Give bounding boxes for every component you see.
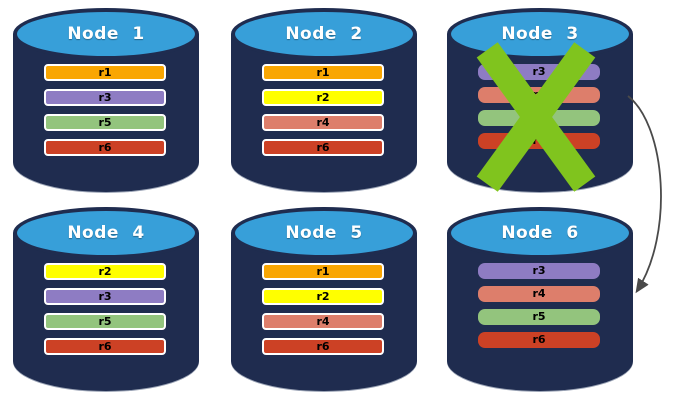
node-2-cylinder-top: Node 2 (231, 8, 417, 60)
node-4-title: Node 4 (67, 223, 145, 243)
replica-bar: r6 (478, 332, 600, 348)
node-5: Node 5 r1 r2 r4 r6 (231, 207, 417, 391)
node-6: Node 6 r3 r4 r5 r6 (447, 207, 633, 391)
node-1: Node 1 r1 r3 r5 r6 (13, 8, 199, 192)
node-2-title: Node 2 (285, 24, 363, 44)
node-3-cylinder-top: Node 3 (447, 8, 633, 60)
replica-bar: r4 (478, 286, 600, 302)
replica-bar: r5 (44, 114, 166, 131)
node-4: Node 4 r2 r3 r5 r6 (13, 207, 199, 391)
replica-bar: r3 (44, 89, 166, 106)
replica-bar: r6 (478, 133, 600, 149)
node-4-cylinder-body (13, 233, 199, 391)
replica-bar: r5 (44, 313, 166, 330)
node-4-cylinder-top: Node 4 (13, 207, 199, 259)
replica-bar: r5 (478, 309, 600, 325)
replica-bar: r6 (44, 338, 166, 355)
node-1-title: Node 1 (67, 24, 145, 44)
replica-bar: r1 (262, 263, 384, 280)
node-6-title: Node 6 (501, 223, 579, 243)
node-5-title: Node 5 (285, 223, 363, 243)
replica-bar: r6 (262, 338, 384, 355)
replica-bar: r3 (478, 64, 600, 80)
replica-bar: r4 (262, 114, 384, 131)
replica-bar: r1 (262, 64, 384, 81)
node-3-replica-list: r3 r4 r5 r6 (478, 64, 600, 156)
replica-bar: r5 (478, 110, 600, 126)
node-2: Node 2 r1 r2 r4 r6 (231, 8, 417, 192)
node-1-cylinder-body (13, 34, 199, 192)
replica-bar: r2 (44, 263, 166, 280)
replica-bar: r2 (262, 89, 384, 106)
node-3-title: Node 3 (501, 24, 579, 44)
node-5-cylinder-body (231, 233, 417, 391)
replica-bar: r3 (478, 263, 600, 279)
node-2-replica-list: r1 r2 r4 r6 (262, 64, 384, 164)
replica-bar: r4 (262, 313, 384, 330)
node-2-cylinder-body (231, 34, 417, 192)
node-3: Node 3 r3 r4 r5 r6 (447, 8, 633, 192)
replica-bar: r1 (44, 64, 166, 81)
node-1-replica-list: r1 r3 r5 r6 (44, 64, 166, 164)
replica-bar: r2 (262, 288, 384, 305)
node-1-cylinder-top: Node 1 (13, 8, 199, 60)
node-6-replica-list: r3 r4 r5 r6 (478, 263, 600, 355)
node-5-replica-list: r1 r2 r4 r6 (262, 263, 384, 363)
replica-bar: r4 (478, 87, 600, 103)
node-6-cylinder-top: Node 6 (447, 207, 633, 259)
replica-bar: r6 (262, 139, 384, 156)
replica-bar: r3 (44, 288, 166, 305)
node-5-cylinder-top: Node 5 (231, 207, 417, 259)
replica-bar: r6 (44, 139, 166, 156)
node-4-replica-list: r2 r3 r5 r6 (44, 263, 166, 363)
